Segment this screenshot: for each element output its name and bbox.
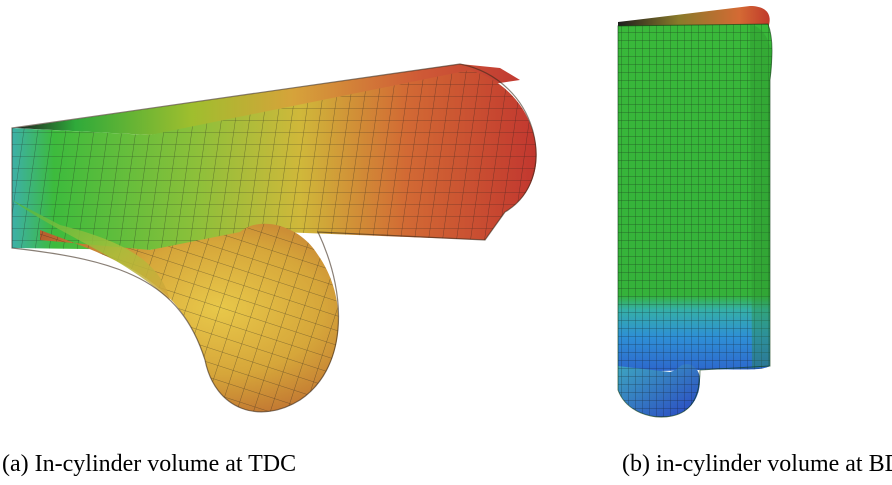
caption-bdc: (b) in-cylinder volume at BDC xyxy=(622,451,892,477)
bdc-mesh-panel xyxy=(600,0,892,440)
caption-tdc: (a) In-cylinder volume at TDC xyxy=(2,451,297,477)
tdc-mesh-panel xyxy=(11,63,537,413)
bdc-mesh-image xyxy=(617,6,773,418)
tdc-mesh-image xyxy=(11,63,537,413)
tdc-top-face xyxy=(15,64,520,135)
